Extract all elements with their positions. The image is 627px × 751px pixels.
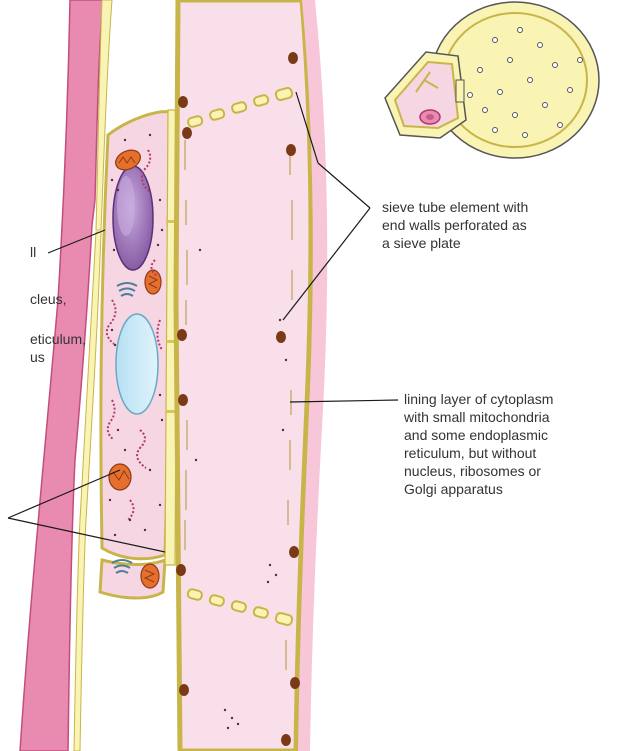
sieve-tube-element bbox=[176, 0, 327, 751]
label-cell-wall-partial: ll bbox=[30, 243, 36, 261]
vacuole-icon bbox=[116, 314, 158, 414]
mitochondrion-icon bbox=[109, 464, 131, 490]
companion-cell bbox=[100, 112, 170, 598]
label-nucleus-partial: cleus, bbox=[30, 290, 67, 308]
mitochondrion-icon bbox=[145, 270, 161, 294]
label-sieve-tube-element: sieve tube element with end walls perfor… bbox=[382, 198, 528, 252]
label-lining-layer: lining layer of cytoplasm with small mit… bbox=[404, 390, 553, 498]
label-reticulum-partial: eticulum, us bbox=[30, 330, 86, 366]
left-neighbour-cells bbox=[20, 0, 112, 751]
cross-section-inset bbox=[385, 2, 599, 158]
mitochondrion-icon bbox=[141, 564, 159, 588]
